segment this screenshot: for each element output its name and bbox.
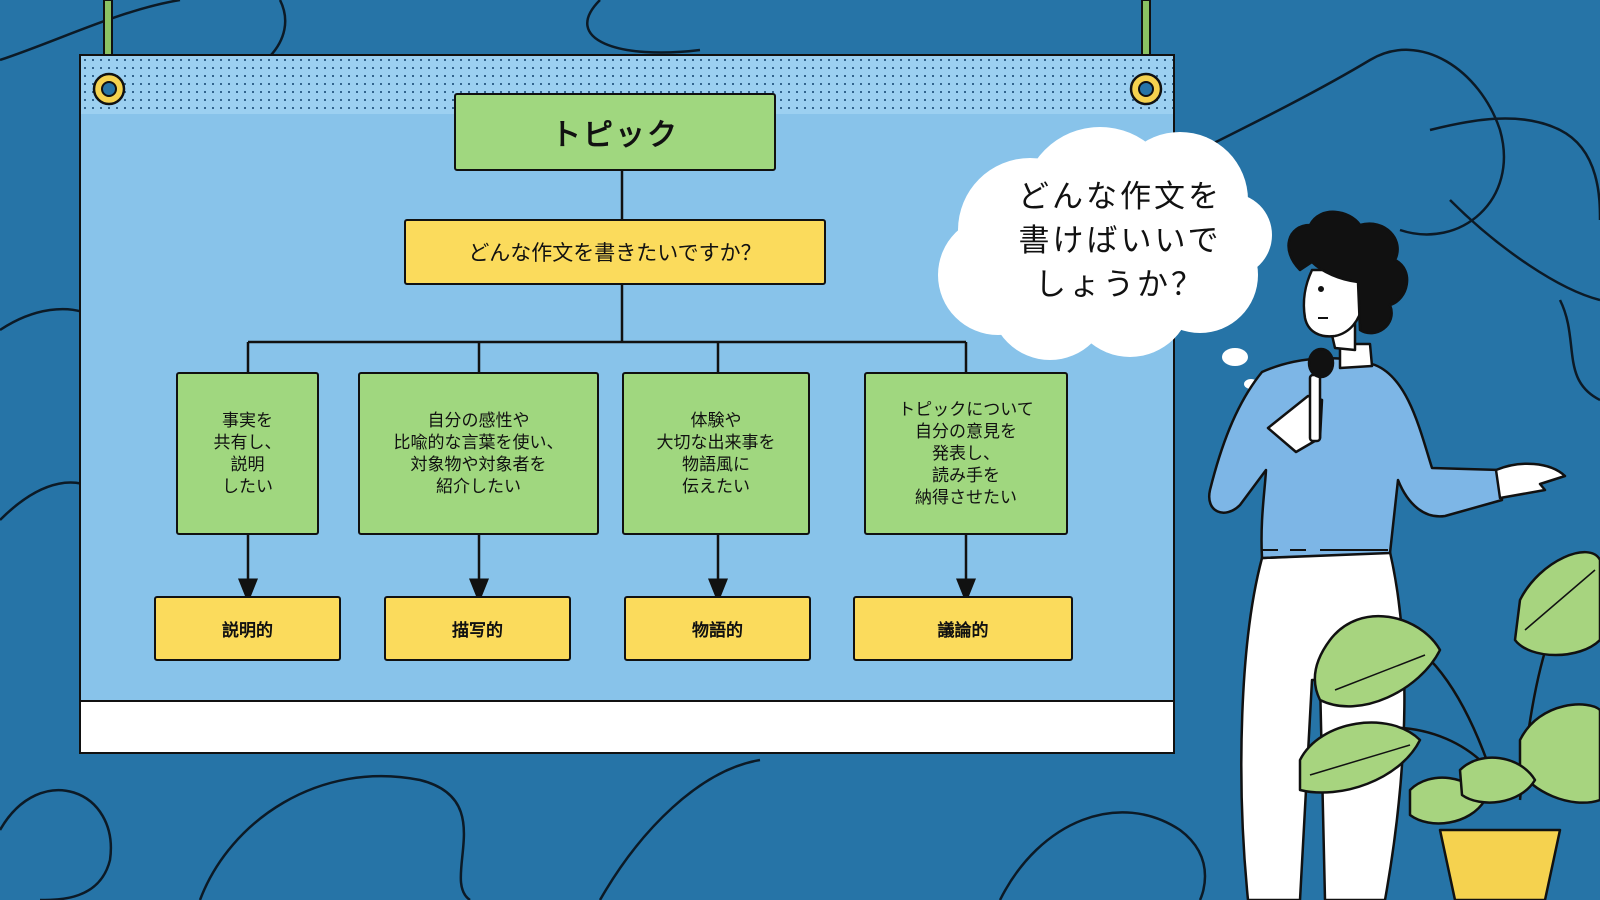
- type-box-narrative: 物語的: [624, 596, 811, 661]
- purpose-box-explain: 事実を 共有し、 説明 したい: [176, 372, 319, 535]
- question-box: どんな作文を書きたいですか？: [404, 219, 826, 285]
- topic-box: トピック: [454, 93, 776, 171]
- board-footer-strip: [81, 700, 1173, 752]
- purpose-box-narrate: 体験や 大切な出来事を 物語風に 伝えたい: [622, 372, 810, 535]
- purpose-box-argue: トピックについて 自分の意見を 発表し、 読み手を 納得させたい: [864, 372, 1068, 535]
- thought-bubble-text: どんな作文を 書けばいいで しょうか？: [1018, 179, 1222, 303]
- purpose-box-describe: 自分の感性や 比喩的な言葉を使い、 対象物や対象者を 紹介したい: [358, 372, 599, 535]
- type-box-explanatory: 説明的: [154, 596, 341, 661]
- type-box-descriptive: 描写的: [384, 596, 571, 661]
- type-box-argumentative: 議論的: [853, 596, 1073, 661]
